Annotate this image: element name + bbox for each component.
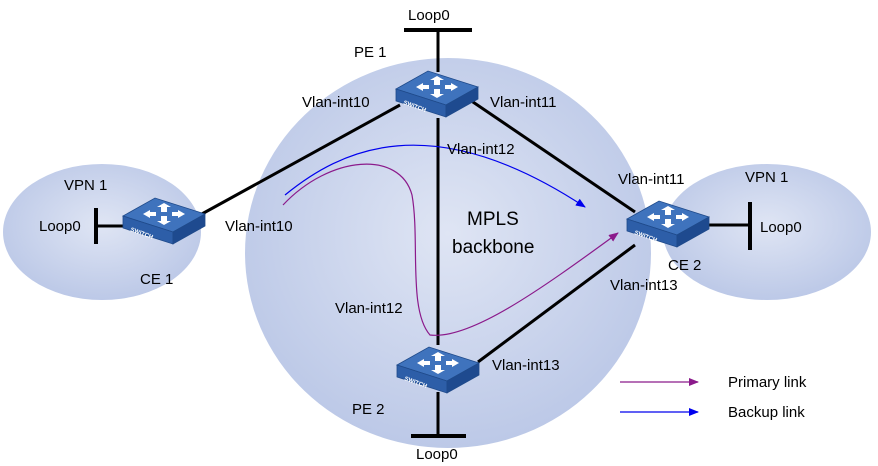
iface-ce2-pe1: Vlan-int11 (618, 171, 684, 188)
link-ce1-pe1 (199, 103, 401, 217)
iface-pe1-pe2: Vlan-int12 (447, 141, 515, 158)
iface-pe1-ce2: Vlan-int11 (490, 94, 556, 111)
pe2-name-label: PE 2 (352, 401, 385, 418)
pe2-loop-label: Loop0 (416, 446, 458, 463)
legend: Primary link Backup link (620, 374, 807, 421)
iface-ce2-pe2: Vlan-int13 (610, 277, 678, 294)
link-pe2-ce2 (477, 243, 636, 364)
backbone-label-line2: backbone (452, 237, 534, 258)
backup-link-path (284, 144, 586, 208)
ce1-loop-label: Loop0 (39, 218, 81, 235)
vpn1-left-cloud (3, 164, 201, 300)
pe1-name-label: PE 1 (354, 44, 387, 61)
ce2-loop-label: Loop0 (760, 219, 802, 236)
ce1-name-label: CE 1 (140, 271, 173, 288)
iface-ce1-pe1: Vlan-int10 (225, 218, 293, 235)
link-pe1-ce2 (469, 98, 636, 214)
legend-backup-label: Backup link (728, 404, 805, 421)
iface-pe2-pe1: Vlan-int12 (335, 300, 403, 317)
legend-primary-label: Primary link (728, 374, 807, 391)
pe1-loop-label: Loop0 (408, 7, 450, 24)
vpn1-right-cloud (663, 164, 871, 300)
primary-link-path (282, 163, 619, 336)
ce1-vpn-label: VPN 1 (64, 177, 107, 194)
backbone-label-line1: MPLS (467, 209, 519, 230)
iface-pe2-ce2: Vlan-int13 (492, 357, 560, 374)
iface-pe1-ce1: Vlan-int10 (302, 94, 370, 111)
ce2-name-label: CE 2 (668, 257, 701, 274)
ce2-vpn-label: VPN 1 (745, 169, 788, 186)
